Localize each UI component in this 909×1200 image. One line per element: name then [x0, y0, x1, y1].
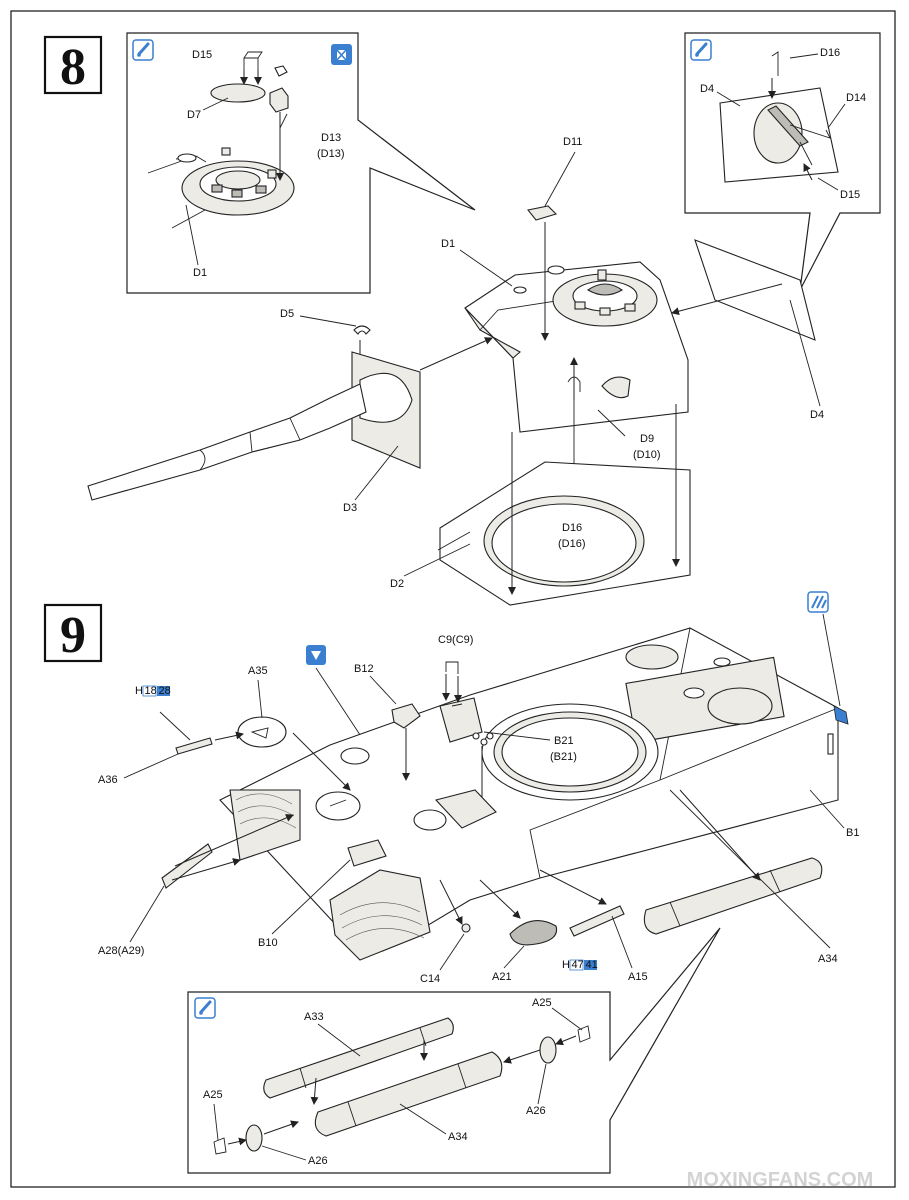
front-plate-b10	[229, 789, 301, 861]
part-c14	[461, 923, 471, 933]
label-d13-paren: (D13)	[317, 148, 345, 160]
color-badge-h47: H 47 41	[562, 959, 598, 971]
label-d11: D11	[563, 136, 582, 148]
blue-tow-shackle	[833, 705, 849, 725]
glue-icon	[132, 39, 154, 61]
label-d16-paren: (D16)	[558, 538, 586, 550]
label-d5: D5	[280, 308, 294, 320]
label-a35: A35	[248, 665, 268, 677]
label-c9: C9(C9)	[438, 634, 473, 646]
part-b10	[347, 839, 387, 867]
label-b21: B21	[554, 735, 574, 747]
label-d10: (D10)	[633, 449, 661, 461]
tool-a21	[509, 920, 558, 946]
label-d1: D1	[441, 238, 455, 250]
svg-text:41: 41	[586, 959, 598, 971]
label-a28: A28(A29)	[98, 945, 144, 957]
label-b12: B12	[354, 663, 374, 675]
block-d13	[269, 87, 289, 113]
bracket-d15-side	[243, 51, 263, 59]
step-8-left-inset-frame	[126, 32, 476, 294]
svg-text:28: 28	[159, 685, 171, 697]
hatch-d11	[527, 205, 558, 221]
label-d4: D4	[810, 409, 824, 421]
tool-a15	[569, 905, 625, 937]
label-d16: D16	[562, 522, 582, 534]
tube-half-a34	[314, 1051, 503, 1137]
label-d15: D15	[192, 49, 212, 61]
label-d13: D13	[321, 132, 341, 144]
svg-text:H: H	[135, 685, 143, 697]
label-a21: A21	[492, 971, 512, 983]
svg-text:H: H	[562, 959, 570, 971]
part-d5	[353, 325, 371, 335]
page-border	[10, 10, 896, 1188]
end-cap-a26-left	[245, 1124, 263, 1152]
bracket-d15	[243, 57, 259, 72]
step-9-number: 9	[60, 607, 86, 664]
label-d1-inset: D1	[193, 267, 207, 279]
bracket-a25-left	[213, 1137, 227, 1155]
glue-icon	[194, 997, 216, 1019]
label-a36: A36	[98, 774, 118, 786]
watermark: MOXINGFANS.COM	[687, 1169, 874, 1191]
cement-icon	[306, 645, 326, 665]
tube-half-a33	[263, 1017, 454, 1099]
label-d7: D7	[187, 109, 201, 121]
step-8-number: 8	[60, 39, 86, 96]
color-badge-h18: H 18 28	[135, 685, 171, 697]
label-a25-left: A25	[203, 1089, 223, 1101]
label-b10: B10	[258, 937, 278, 949]
label-a34: A34	[818, 953, 838, 965]
label-b1: B1	[846, 827, 859, 839]
label-d2: D2	[390, 578, 404, 590]
label-c14: C14	[420, 973, 440, 985]
vision-block-d9	[601, 376, 631, 399]
no-glue-icon	[331, 44, 352, 65]
paint-stripes-icon	[807, 591, 829, 613]
step-9: 9	[43, 591, 859, 1174]
glue-icon	[690, 39, 712, 61]
step-9-number-box	[43, 603, 103, 663]
label-d14: D14	[846, 92, 866, 104]
svg-text:18: 18	[145, 685, 157, 697]
step-8: 8 D15 D7 D13	[43, 32, 881, 606]
pin-d16	[567, 376, 581, 392]
tow-cable-a36	[175, 737, 213, 755]
gun-barrel	[87, 383, 367, 501]
label-a15: A15	[628, 971, 648, 983]
label-d15-inset: D15	[840, 189, 860, 201]
tube-a34	[643, 857, 823, 935]
hatch-disc-d7	[210, 83, 266, 103]
label-a26-left: A26	[308, 1155, 328, 1167]
front-plate-lower	[329, 869, 431, 961]
plate-d4	[694, 239, 816, 341]
round-cover	[315, 791, 361, 821]
label-a34-inset: A34	[448, 1131, 468, 1143]
step-8-number-box	[43, 35, 103, 95]
svg-text:47: 47	[572, 959, 584, 971]
part-b21	[439, 697, 483, 743]
label-b21-paren: (B21)	[550, 751, 577, 763]
end-cap-a26-right	[539, 1036, 557, 1064]
label-d4-inset: D4	[700, 83, 714, 95]
label-a33: A33	[304, 1011, 324, 1023]
bracket-a25-right	[577, 1025, 591, 1043]
label-a25-right: A25	[532, 997, 552, 1009]
label-d3: D3	[343, 502, 357, 514]
label-d9: D9	[640, 433, 654, 445]
label-a26-right: A26	[526, 1105, 546, 1117]
label-d16-inset: D16	[820, 47, 840, 59]
periscope-b12	[391, 703, 421, 729]
driver-hatch-a35	[237, 716, 287, 748]
bracket-a28	[161, 843, 213, 889]
bracket-c9	[445, 661, 459, 674]
